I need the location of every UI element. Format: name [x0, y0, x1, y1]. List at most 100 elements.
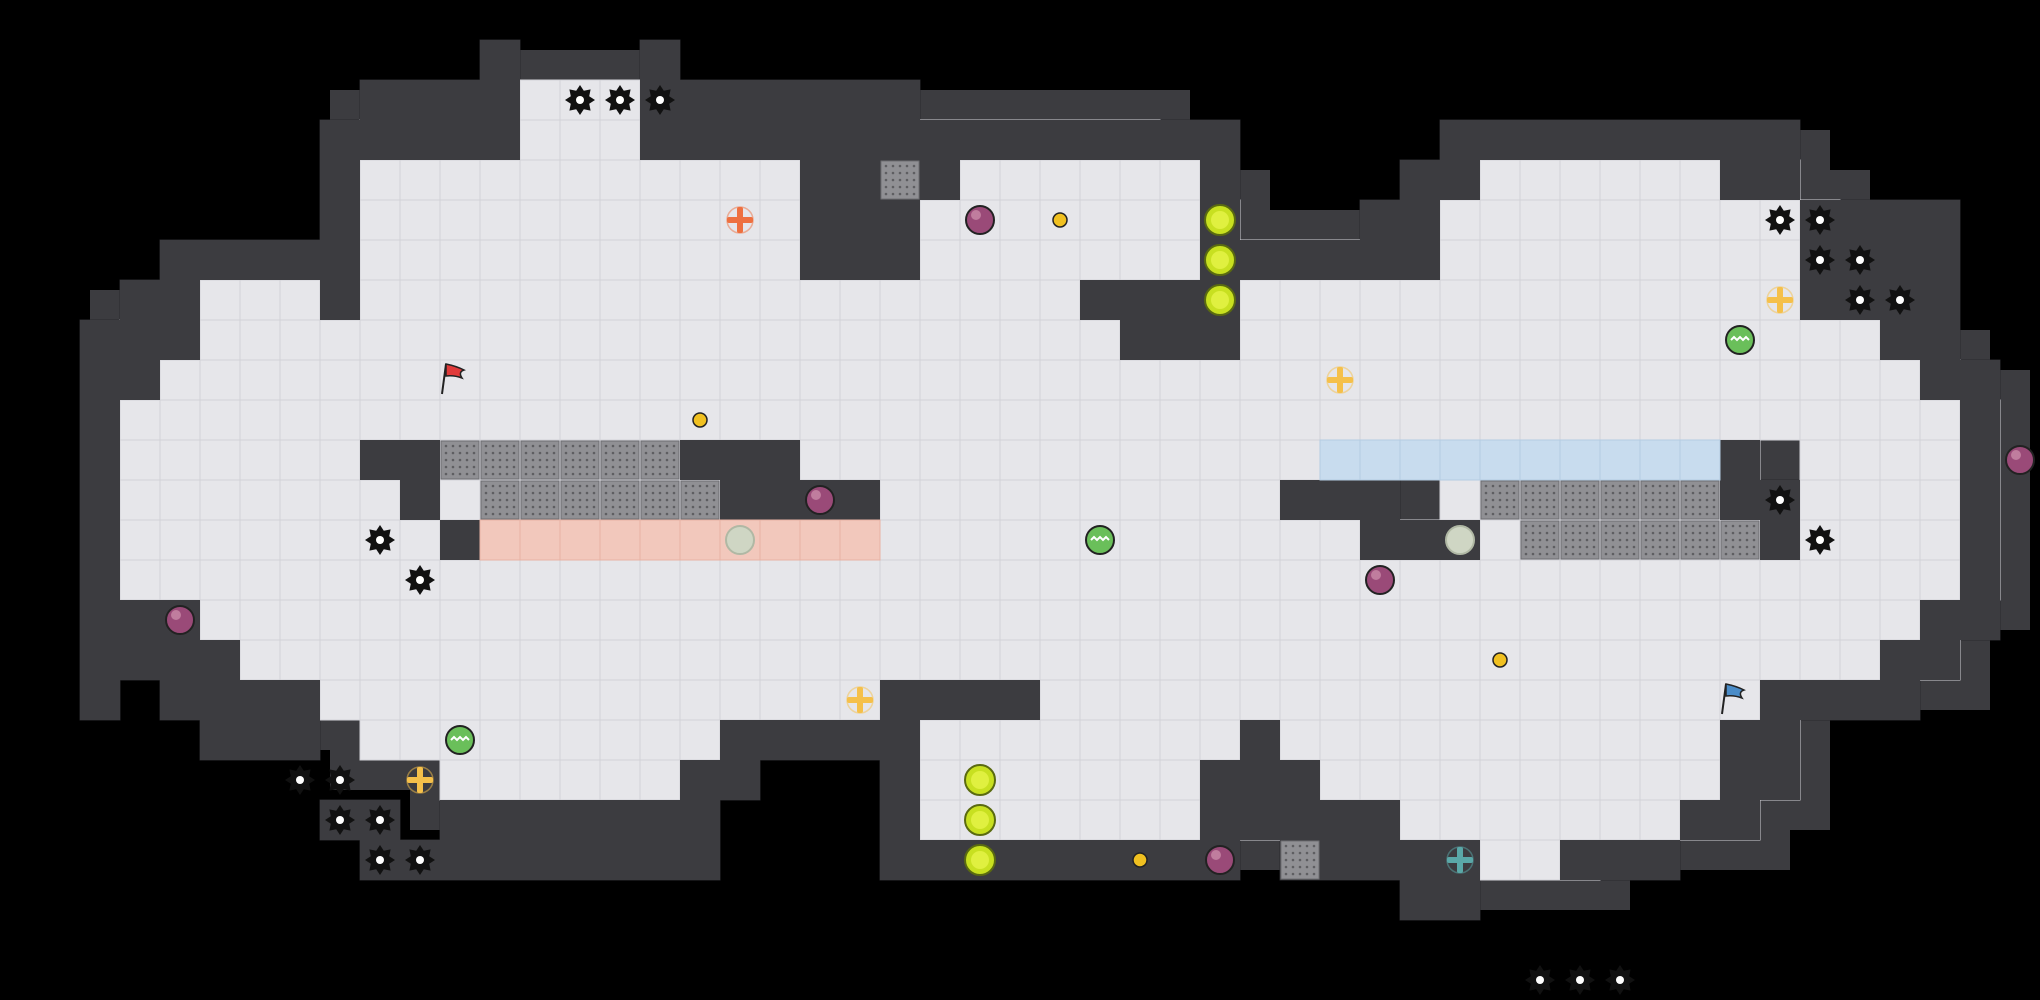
- grate-dot: [1625, 484, 1629, 488]
- grate-dot: [905, 185, 909, 189]
- floor-tile: [1439, 719, 1481, 761]
- coin-icon[interactable]: [1052, 212, 1068, 228]
- floor-tile: [519, 639, 561, 681]
- powerup-icon[interactable]: [406, 766, 434, 794]
- floor-tile: [1079, 319, 1121, 361]
- green-ball-icon[interactable]: [1085, 525, 1115, 555]
- powerup-icon[interactable]: [726, 206, 754, 234]
- grate-dot: [1658, 524, 1662, 528]
- floor-tile: [1679, 719, 1721, 761]
- floor-tile: [1319, 319, 1361, 361]
- spike-hazard: [1805, 205, 1835, 235]
- flag-icon[interactable]: [441, 363, 466, 395]
- grate-dot: [1585, 484, 1589, 488]
- powerup-icon[interactable]: [1446, 846, 1474, 874]
- grate-dot: [1611, 491, 1615, 495]
- grate-dot: [484, 491, 488, 495]
- inner-wall: [1760, 680, 1920, 720]
- grate-dot: [1752, 524, 1756, 528]
- ball-shine: [1211, 850, 1221, 860]
- floor-tile: [639, 239, 681, 281]
- flag-icon[interactable]: [1721, 683, 1746, 715]
- ball-stripe: [450, 735, 470, 742]
- grate-dot: [604, 484, 608, 488]
- powerup-icon[interactable]: [846, 686, 874, 714]
- coin-icon[interactable]: [1492, 652, 1508, 668]
- floor-tile: [1079, 639, 1121, 681]
- player-ball-icon[interactable]: [2005, 445, 2035, 475]
- grate-dot: [1491, 498, 1495, 502]
- grate-dot: [1644, 505, 1648, 509]
- floor-tile: [719, 679, 761, 721]
- grate-dot: [465, 458, 469, 462]
- grate-dot: [1698, 552, 1702, 556]
- floor-tile: [599, 719, 641, 761]
- inner-wall: [1240, 800, 1400, 840]
- grate-dot: [491, 472, 495, 476]
- grate-dot: [1632, 524, 1636, 528]
- floor-tile: [1439, 599, 1481, 641]
- player-ball-icon[interactable]: [805, 485, 835, 515]
- grate-dot: [585, 491, 589, 495]
- floor-tile: [1039, 319, 1081, 361]
- grate-dot: [618, 458, 622, 462]
- coin-icon[interactable]: [692, 412, 708, 428]
- powerup-icon[interactable]: [1326, 366, 1354, 394]
- floor-tile: [1639, 719, 1681, 761]
- grate-dot: [1625, 524, 1629, 528]
- red-gate-tile: [639, 519, 681, 561]
- grate-dot: [1618, 491, 1622, 495]
- floor-tile: [839, 319, 881, 361]
- player-ball-icon[interactable]: [165, 605, 195, 635]
- grate-dot: [1571, 491, 1575, 495]
- floor-tile: [1439, 399, 1481, 441]
- floor-tile: [599, 559, 641, 601]
- floor-tile: [1119, 519, 1161, 561]
- grate-dot: [1578, 538, 1582, 542]
- floor-tile: [639, 399, 681, 441]
- coin-icon[interactable]: [1132, 852, 1148, 868]
- grate-dot: [491, 498, 495, 502]
- grate-dot: [578, 465, 582, 469]
- grate-dot: [891, 164, 895, 168]
- grate-dot: [891, 192, 895, 196]
- grate-dot: [1524, 538, 1528, 542]
- grate-dot: [1698, 524, 1702, 528]
- floor-tile: [1039, 239, 1081, 281]
- floor-tile: [279, 639, 321, 681]
- floor-tile: [1159, 439, 1201, 481]
- floor-tile: [1279, 559, 1321, 601]
- green-ball-icon[interactable]: [1725, 325, 1755, 355]
- grate-dot: [512, 498, 516, 502]
- floor-tile: [1399, 399, 1441, 441]
- floor-tile: [1039, 559, 1081, 601]
- floor-tile: [199, 359, 241, 401]
- grate-dot: [1632, 512, 1636, 516]
- grate-dot: [658, 491, 662, 495]
- inner-wall: [1960, 400, 2000, 600]
- spike-center: [1536, 976, 1544, 984]
- grate-dot: [1604, 524, 1608, 528]
- powerup-icon[interactable]: [1766, 286, 1794, 314]
- green-ball-icon[interactable]: [445, 725, 475, 755]
- spike-hazard: [405, 845, 435, 875]
- player-ball-icon[interactable]: [965, 205, 995, 235]
- grate-dot: [1705, 524, 1709, 528]
- grate-dot: [545, 465, 549, 469]
- grate-dot: [531, 498, 535, 502]
- floor-tile: [1119, 439, 1161, 481]
- floor-tile: [119, 439, 161, 481]
- player-ball-icon[interactable]: [1365, 565, 1395, 595]
- player-ball-icon[interactable]: [1205, 845, 1235, 875]
- floor-tile: [1039, 479, 1081, 521]
- floor-tile: [1279, 399, 1321, 441]
- grate-dot: [491, 491, 495, 495]
- grate-dot: [571, 451, 575, 455]
- floor-tile: [1479, 399, 1521, 441]
- floor-tile: [1519, 639, 1561, 681]
- grate-dot: [651, 465, 655, 469]
- grate-dot: [1505, 491, 1509, 495]
- grate-dot: [512, 491, 516, 495]
- spike-hazard: [1605, 965, 1635, 995]
